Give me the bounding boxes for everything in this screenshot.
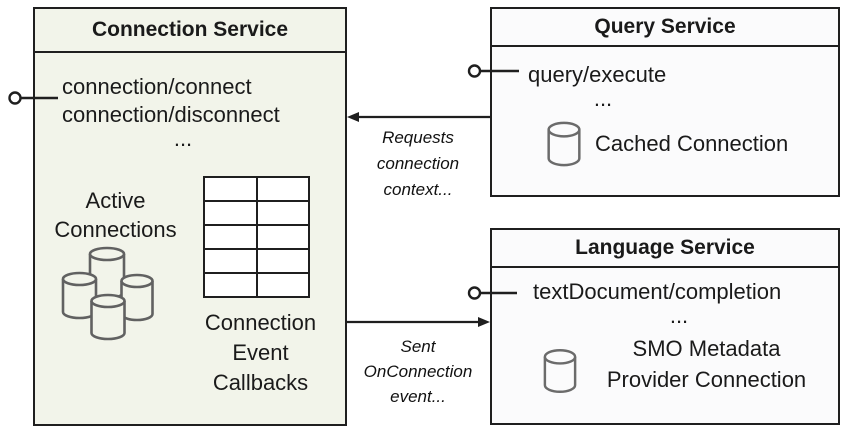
language-service-methods: textDocument/completion ... — [533, 278, 825, 328]
query-service-box: Query Service query/execute ... Cached C… — [490, 7, 840, 197]
callbacks-table-grid-icon — [203, 176, 310, 298]
query-service-methods: query/execute ... — [528, 61, 678, 111]
table-cell — [205, 178, 256, 200]
lollipop-circle-icon — [8, 91, 22, 105]
active-connections-label: Active Connections — [54, 188, 177, 242]
db-lid — [543, 348, 577, 365]
table-cell — [205, 250, 256, 272]
table-cell — [205, 202, 256, 224]
db-body — [543, 356, 577, 393]
lollipop-circle-icon — [467, 64, 482, 78]
db-body — [547, 129, 581, 167]
database-icon — [543, 348, 577, 393]
method-textdocument-completion: textDocument/completion — [533, 279, 782, 304]
lollipop-circle-icon — [467, 286, 482, 300]
smo-metadata-connection-label: SMO Metadata Provider Connection — [606, 336, 807, 392]
db-lid — [547, 121, 581, 138]
requests-arrow-label: Requests connection context... — [376, 128, 460, 199]
methods-ellipsis: ... — [669, 303, 689, 328]
smo-metadata-connection-row: SMO Metadata Provider Connection — [543, 333, 824, 395]
table-cell — [257, 274, 308, 296]
database-icon — [547, 121, 581, 167]
table-cell — [257, 178, 308, 200]
table-cell — [257, 250, 308, 272]
db-front-body — [90, 301, 126, 341]
method-connection-connect: connection/connect — [62, 74, 252, 99]
cached-connection-label: Cached Connection — [595, 131, 789, 156]
db-left-lid — [61, 271, 98, 287]
query-service-title: Query Service — [492, 9, 838, 47]
db-front-lid — [90, 293, 126, 309]
connection-service-methods: connection/connect connection/disconnect… — [62, 73, 304, 151]
arrowhead-left-icon — [347, 112, 359, 122]
table-cell — [205, 226, 256, 248]
table-cell — [257, 226, 308, 248]
db-top-lid — [88, 246, 126, 262]
cached-connection-row: Cached Connection — [546, 121, 788, 167]
arrowhead-right-icon — [478, 317, 490, 327]
language-service-box: Language Service textDocument/completion… — [490, 228, 840, 425]
method-connection-disconnect: connection/disconnect — [62, 102, 280, 127]
table-cell — [257, 202, 308, 224]
language-service-title: Language Service — [492, 230, 838, 268]
table-cell — [205, 274, 256, 296]
sent-arrow-label: Sent OnConnection event... — [363, 337, 473, 406]
connection-event-callbacks-label: Connection Event Callbacks — [204, 310, 317, 395]
connection-service-title: Connection Service — [35, 9, 345, 53]
connection-service-box: Connection Service connection/connect co… — [33, 7, 347, 426]
methods-ellipsis: ... — [173, 126, 193, 151]
database-cluster-icon — [61, 246, 154, 341]
methods-ellipsis: ... — [593, 86, 613, 111]
db-right-lid — [120, 273, 154, 289]
method-query-execute: query/execute — [528, 62, 667, 87]
